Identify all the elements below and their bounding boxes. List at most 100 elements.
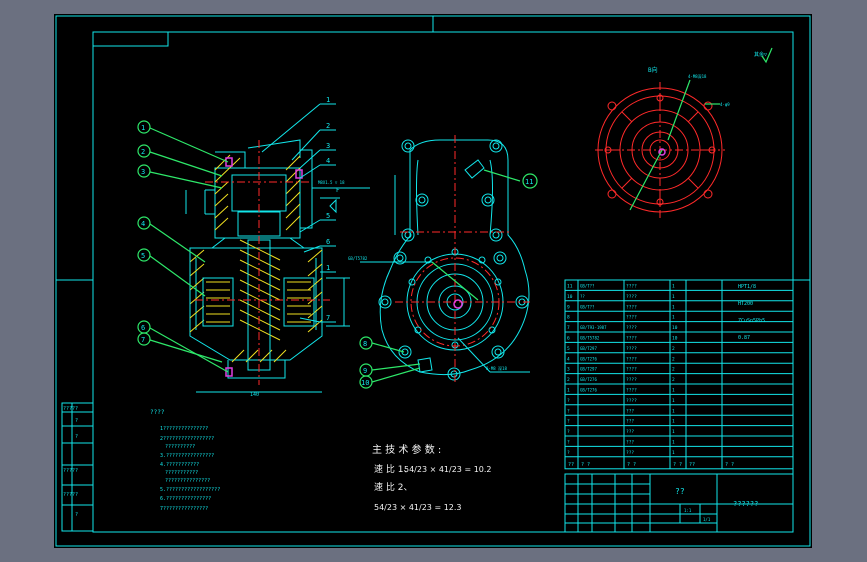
title-sheet: 1/1: [703, 517, 711, 522]
bom-cell: GB/T297: [580, 367, 597, 372]
svg-text:4-M8深18: 4-M8深18: [688, 73, 707, 79]
note-4: 4.???????????: [160, 462, 199, 468]
bom-cell: ?: [567, 450, 570, 456]
section-refs: 1 2 3 4 5 6 1 7: [261, 96, 336, 323]
bom-cell: ????: [626, 284, 637, 290]
bom-cell: 2: [672, 367, 675, 373]
bom-header-cell: ??: [568, 462, 574, 468]
tech-ratio1-value: 54/23 × 41/23 = 10.2: [404, 465, 492, 474]
bom-cell: 1: [672, 450, 675, 456]
bom-side-cell: 0.87: [738, 335, 750, 341]
bom-cell: ????: [626, 398, 637, 404]
ref-2: 2: [326, 122, 330, 130]
bom-cell: 2: [567, 377, 570, 383]
ref-4: 4: [326, 157, 330, 165]
notes-title: ????: [150, 409, 165, 416]
bom-cell: 7: [567, 325, 570, 331]
tech-ratio2-value: 54/23 × 41/23 = 12.3: [374, 503, 462, 512]
title-name: ??: [675, 487, 685, 496]
svg-text:M8X1.5 ▽ 18: M8X1.5 ▽ 18: [318, 180, 345, 185]
bom-cell: 10: [672, 325, 678, 331]
ref-1b: 1: [326, 264, 330, 272]
ref-7: 7: [326, 314, 330, 322]
ref-6: 6: [326, 238, 330, 246]
bom-side-cell: ZCuSn5Pb5: [738, 318, 765, 324]
bom-header-cell: ? ?: [627, 462, 636, 468]
bom-cell: ?: [567, 440, 570, 446]
ref-5: 5: [326, 212, 330, 220]
note-1: 1???????????????: [160, 426, 208, 432]
svg-text:140: 140: [250, 392, 259, 398]
balloon-11: [522, 173, 538, 189]
bom-cell: 1: [672, 315, 675, 321]
tech-title: 主 技 术 参 数 :: [372, 443, 441, 456]
bom-cell: ????: [626, 336, 637, 342]
bom-cell: ????: [626, 377, 637, 383]
balloon-5: [137, 248, 151, 262]
left-strip-text-0: ?????: [63, 406, 78, 412]
ref-3: 3: [326, 142, 330, 150]
balloon-label-1: 1: [141, 124, 145, 132]
svg-text:其余▽: 其余▽: [754, 51, 767, 58]
note-6: 6.???????????????: [160, 496, 211, 502]
bom-cell: ?: [567, 408, 570, 414]
note-7: 7???????????????: [160, 506, 208, 512]
bom-cell: GB/T276: [580, 356, 597, 361]
bom-cell: ?: [567, 429, 570, 435]
bom-cell: ????: [626, 294, 637, 300]
balloons-left: 1 2 3 4 5 6 7: [137, 120, 229, 373]
balloon-4: [137, 216, 151, 230]
balloon-label-7: 7: [141, 336, 145, 344]
balloon-3: [137, 164, 151, 178]
balloon-8: [359, 336, 373, 350]
corner-stamp: [92, 31, 169, 47]
bom-cell: ???: [626, 450, 634, 456]
title-drawing-no: ??????: [733, 500, 758, 508]
left-strip-text-4: ?????: [63, 492, 78, 498]
note-2: 2?????????????????: [160, 436, 214, 442]
bom-cell: ?: [567, 419, 570, 425]
svg-text:4-φ9: 4-φ9: [720, 102, 730, 107]
front-view: GB/T5782 8-M8 深18 11 8 9 10: [348, 135, 538, 389]
bom-cell: ???: [626, 440, 634, 446]
left-strip-text-1: ?: [75, 418, 78, 424]
bom-cell: 1: [672, 429, 675, 435]
view-label-b: B向: [648, 66, 658, 74]
bom-cell: 2: [672, 356, 675, 362]
note-4c: ???????????????: [165, 478, 210, 484]
note-2b: ??????????: [165, 444, 195, 450]
note-5: 5.??????????????????: [160, 487, 220, 493]
note-4b: ???????????: [165, 470, 198, 476]
bom-cell: GB/T93-1987: [580, 325, 607, 330]
bom-cell: GB/T??: [580, 284, 595, 289]
bom-cell: 1: [672, 304, 675, 310]
title-scale: 1:1: [684, 508, 692, 513]
bom-cell: 1: [672, 398, 675, 404]
bom-cell: ???: [626, 408, 634, 414]
bom-cell: 1: [672, 419, 675, 425]
balloon-label-4: 4: [141, 220, 145, 228]
bom-cell: GB/T5782: [580, 336, 600, 341]
section-view: 140 M8X1.5 ▽ 18 F: [185, 139, 370, 398]
bom-cell: 9: [567, 304, 570, 310]
left-strip-text-2: ?: [75, 434, 78, 440]
bom-cell: 1: [672, 440, 675, 446]
bom-header-cell: ??: [689, 462, 695, 468]
bom-cell: 1: [567, 388, 570, 394]
svg-text:GB/T5782: GB/T5782: [348, 256, 368, 261]
bom-header-cell: ? ?: [673, 462, 682, 468]
bom-cell: 2: [672, 346, 675, 352]
bom-cell: 2: [672, 377, 675, 383]
svg-text:F: F: [336, 187, 340, 194]
bom-cell: GB/T276: [580, 388, 597, 393]
technical-notes: ???? 1??????????????? 2?????????????????…: [150, 409, 220, 512]
bom-cell: 8: [567, 315, 570, 321]
balloon-label-10: 10: [361, 379, 369, 387]
ref-1: 1: [326, 96, 330, 104]
left-strip-text-5: ?: [75, 512, 78, 518]
balloon-label-8: 8: [363, 340, 367, 348]
bom-cell: ????: [626, 356, 637, 362]
